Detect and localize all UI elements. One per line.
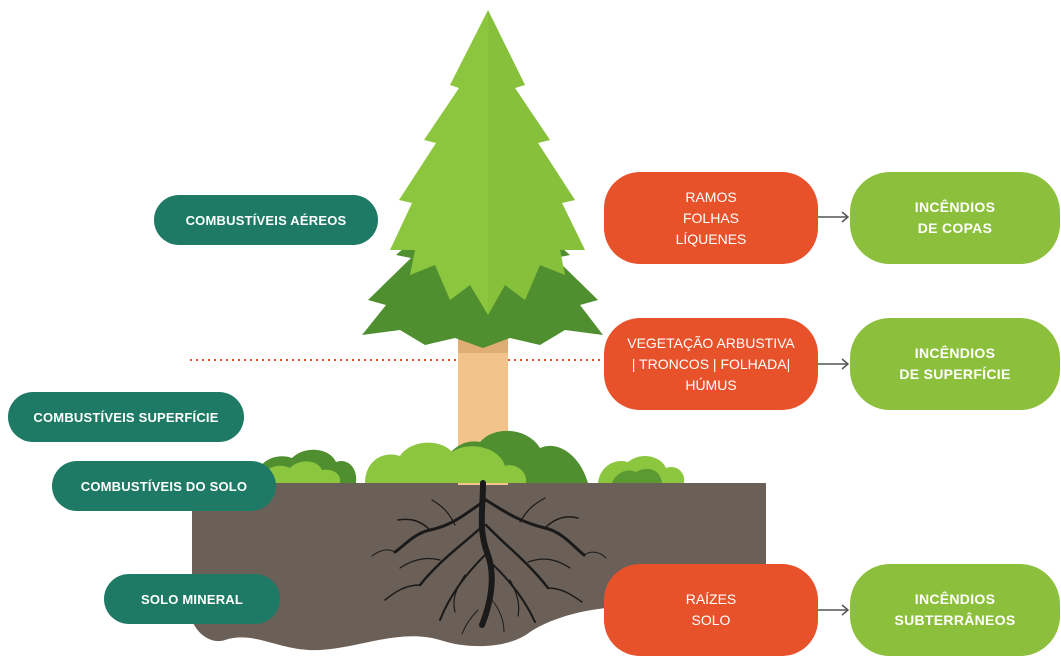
tree-upper-foliage (390, 10, 585, 315)
material-surface-2: | TRONCOS | FOLHADA| (631, 355, 791, 372)
fire-type-ground: INCÊNDIOS SUBTERRÂNEOS (850, 564, 1060, 656)
fire-crown-line-2: DE COPAS (917, 220, 993, 236)
shrubs (255, 430, 685, 483)
fire-ground-line-2: SUBTERRÂNEOS (894, 612, 1016, 628)
material-surface-3: HÚMUS (685, 376, 737, 393)
label-mineral-soil: SOLO MINERAL (104, 574, 280, 624)
materials-crown: RAMOS FOLHAS LÍQUENES (604, 172, 818, 264)
fire-type-surface: INCÊNDIOS DE SUPERFÍCIE (850, 318, 1060, 410)
label-soil-fuels: COMBUSTÍVEIS DO SOLO (52, 461, 276, 511)
material-crown-2: FOLHAS (682, 209, 739, 226)
tree-roots (371, 480, 607, 635)
material-crown-3: LÍQUENES (675, 230, 747, 247)
fire-surface-line-1: INCÊNDIOS (914, 345, 996, 361)
fire-type-crown: INCÊNDIOS DE COPAS (850, 172, 1060, 264)
arrows (817, 211, 850, 616)
label-aerial-fuels: COMBUSTÍVEIS AÉREOS (154, 195, 378, 245)
label-surface-fuels: COMBUSTÍVEIS SUPERFÍCIE (8, 392, 244, 442)
soil-block (192, 483, 766, 651)
materials-ground: RAÍZES SOLO (604, 564, 818, 656)
material-surface-1: VEGETAÇÃO ARBUSTIVA (627, 334, 795, 351)
material-crown-1: RAMOS (685, 188, 737, 205)
fire-crown-line-1: INCÊNDIOS (914, 199, 996, 215)
fire-surface-line-2: DE SUPERFÍCIE (899, 366, 1011, 382)
materials-surface: VEGETAÇÃO ARBUSTIVA | TRONCOS | FOLHADA|… (604, 318, 818, 410)
material-ground-1: RAÍZES (685, 591, 737, 607)
fire-ground-line-1: INCÊNDIOS (914, 591, 996, 607)
material-ground-2: SOLO (691, 612, 731, 628)
